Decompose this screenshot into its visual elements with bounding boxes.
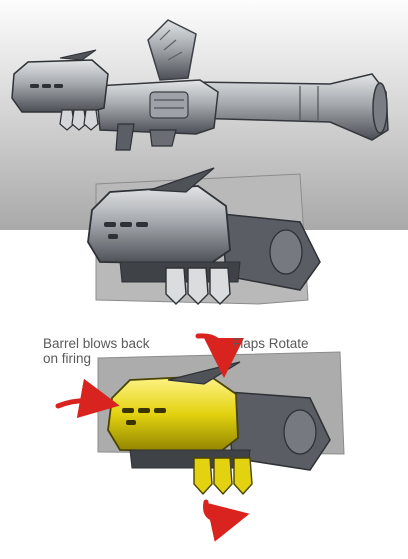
- rear-closeup-view: [87, 167, 321, 305]
- barrel-blowback-arrow: [55, 378, 120, 419]
- annotated-closeup-view: [55, 333, 345, 542]
- closeup-housing: [87, 185, 231, 265]
- grip: [115, 123, 135, 151]
- barrel: [189, 73, 389, 141]
- highlighted-barrel-housing: [107, 375, 239, 453]
- barrel-blowback-label: Barrel blows back on firing: [43, 336, 150, 366]
- highlighted-flaps: [193, 457, 253, 496]
- rear-flaps: [59, 109, 99, 131]
- magazine: [147, 19, 197, 81]
- barrel-muzzle: [372, 82, 388, 134]
- flaps-rotate-arrow-top: [195, 333, 244, 378]
- rocket-launcher-full-view: [11, 19, 389, 151]
- flaps-rotate-arrow-bottom: [203, 499, 250, 542]
- flaps-rotate-label: Flaps Rotate: [232, 336, 309, 351]
- closeup-flaps: [165, 267, 231, 305]
